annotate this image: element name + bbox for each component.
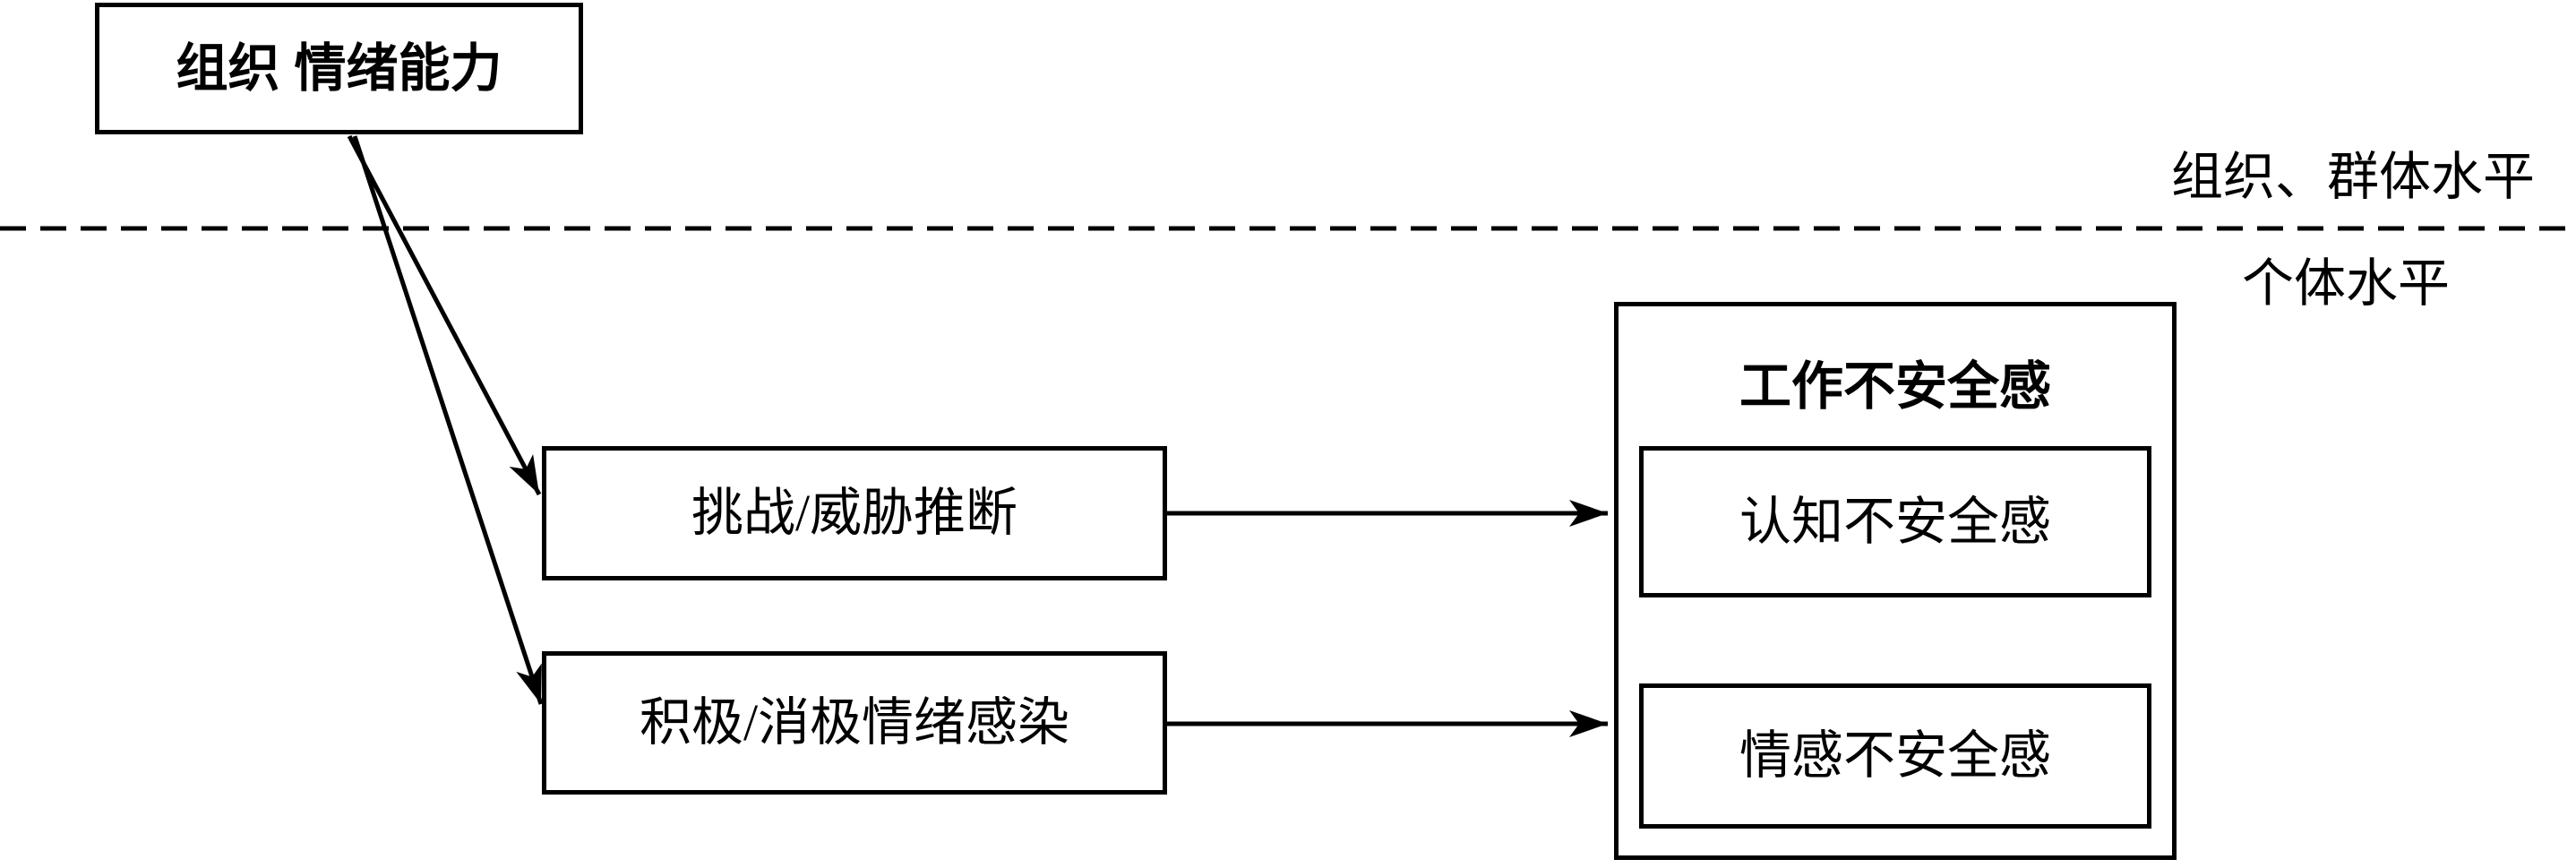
organizational-emotional-capability-box: 组织 情绪能力 (95, 3, 583, 134)
org-group-level-label: 组织、群体水平 (2170, 148, 2535, 206)
cognitive-insecurity-box: 认知不安全感 (1639, 446, 2151, 597)
emotional-contagion-box: 积极/消极情绪感染 (542, 651, 1167, 795)
challenge-threat-appraisal-box: 挑战/威胁推断 (542, 446, 1167, 580)
cognitive-insecurity-label: 认知不安全感 (1739, 492, 2051, 551)
affective-insecurity-label: 情感不安全感 (1739, 726, 2051, 786)
arrow-top-to-contagion (352, 135, 544, 705)
emotional-contagion-label: 积极/消极情绪感染 (639, 693, 1070, 752)
challenge-threat-appraisal-label: 挑战/威胁推断 (691, 484, 1018, 543)
job-insecurity-title: 工作不安全感 (1739, 357, 2051, 416)
affective-insecurity-box: 情感不安全感 (1639, 683, 2151, 829)
organizational-emotional-capability-label: 组织 情绪能力 (176, 39, 502, 98)
individual-level-label: 个体水平 (2242, 254, 2451, 313)
arrow-top-to-challenge (347, 134, 542, 496)
